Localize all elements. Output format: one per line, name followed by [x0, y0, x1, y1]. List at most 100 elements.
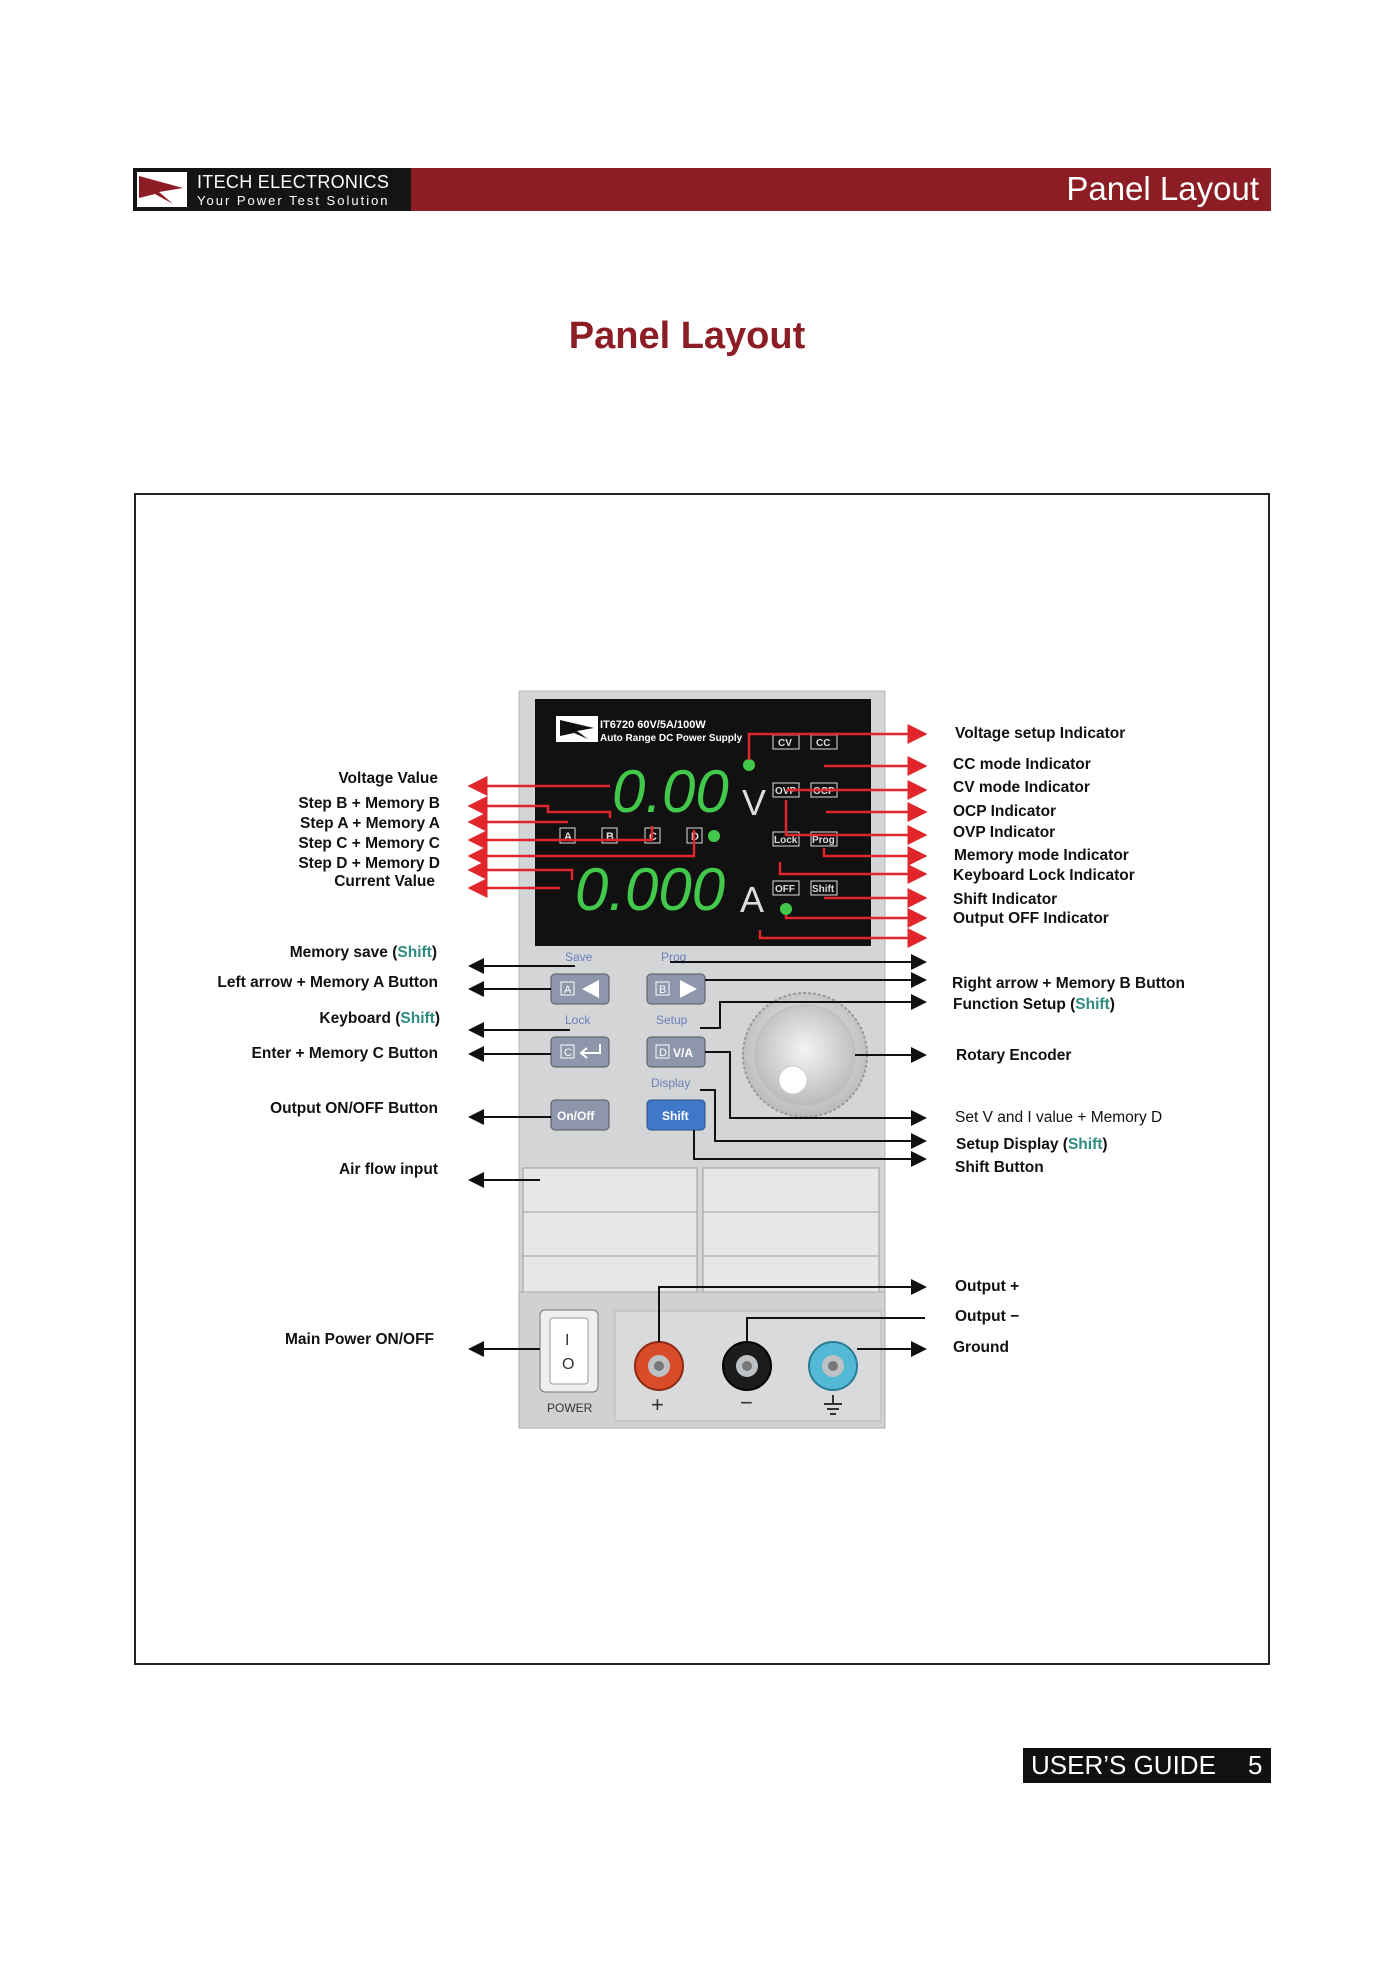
- label-step-c: Step C + Memory C: [298, 835, 440, 852]
- label-keyboard-lock: Keyboard Lock Indicator: [953, 867, 1135, 884]
- enter-button[interactable]: C: [550, 1036, 610, 1068]
- enter-key-letter: C: [564, 1047, 572, 1059]
- footer-page-number: 5: [1248, 1750, 1263, 1780]
- onoff-button[interactable]: On/Off: [550, 1099, 610, 1131]
- label-ground: Ground: [953, 1339, 1009, 1356]
- label-main-power: Main Power ON/OFF: [285, 1331, 434, 1348]
- label-cv-mode: CV mode Indicator: [953, 779, 1090, 796]
- label-function-setup-shift: Shift: [1075, 996, 1110, 1013]
- mem-a-label: A: [564, 831, 572, 843]
- label-keyboard-end: ): [434, 1010, 440, 1027]
- label-voltage-setup: Voltage setup Indicator: [955, 725, 1126, 742]
- label-left-arrow: Left arrow + Memory A Button: [217, 974, 438, 991]
- prog-label: Prog: [661, 950, 686, 964]
- label-cc-mode: CC mode Indicator: [953, 756, 1091, 773]
- power-switch-on-mark: I: [565, 1332, 569, 1349]
- label-function-setup: Function Setup (Shift): [953, 996, 1115, 1014]
- label-right-arrow: Right arrow + Memory B Button: [952, 975, 1185, 992]
- rotary-encoder[interactable]: [742, 992, 868, 1118]
- ground-icon: [824, 1395, 842, 1415]
- label-voltage-value: Voltage Value: [338, 770, 438, 787]
- header-section-title: Panel Layout: [1066, 170, 1259, 207]
- brand-name: ITECH ELECTRONICS: [197, 172, 390, 192]
- ovp-indicator: OVP: [775, 786, 796, 797]
- label-setup-display-end: ): [1102, 1136, 1108, 1153]
- label-memory-mode: Memory mode Indicator: [954, 847, 1129, 864]
- label-function-setup-end: ): [1109, 996, 1115, 1013]
- label-setup-display-shift: Shift: [1067, 1136, 1103, 1153]
- cc-indicator: CC: [816, 738, 830, 749]
- label-output-plus: Output +: [955, 1278, 1020, 1295]
- setup-label: Setup: [656, 1013, 688, 1027]
- save-label: Save: [565, 950, 593, 964]
- cv-indicator: CV: [778, 738, 792, 749]
- minus-symbol: −: [740, 1390, 753, 1415]
- ground-terminal[interactable]: [808, 1341, 858, 1391]
- left-key-letter: A: [564, 984, 572, 996]
- label-setup-display-text: Setup Display (: [956, 1136, 1068, 1153]
- mem-b-label: B: [606, 831, 614, 843]
- brand-tagline: Your Power Test Solution: [197, 193, 390, 208]
- label-output-minus: Output −: [955, 1308, 1020, 1325]
- label-step-d: Step D + Memory D: [298, 855, 440, 872]
- lock-label: Lock: [565, 1013, 591, 1027]
- label-shift-button: Shift Button: [955, 1159, 1044, 1176]
- label-air-flow: Air flow input: [338, 1161, 438, 1178]
- output-minus-terminal[interactable]: [722, 1341, 772, 1391]
- model-line: IT6720 60V/5A/100W: [600, 719, 706, 731]
- voltage-unit: V: [742, 782, 766, 823]
- label-set-vi: Set V and I value + Memory D: [955, 1109, 1163, 1126]
- display-label: Display: [651, 1076, 690, 1090]
- black-leaders: [468, 954, 927, 1357]
- label-rotary-encoder: Rotary Encoder: [956, 1047, 1072, 1064]
- shift-label: Shift: [662, 1109, 689, 1123]
- label-step-a: Step A + Memory A: [300, 815, 440, 832]
- off-indicator: OFF: [775, 884, 795, 895]
- label-shift-indicator: Shift Indicator: [953, 891, 1058, 908]
- label-enter: Enter + Memory C Button: [251, 1045, 438, 1062]
- label-current-value: Current Value: [334, 873, 435, 890]
- label-function-setup-text: Function Setup (: [953, 996, 1076, 1013]
- prog-indicator: Prog: [812, 835, 835, 846]
- voltage-reading: 0.00: [612, 758, 729, 825]
- shift-button[interactable]: Shift: [646, 1099, 706, 1131]
- red-leaders-right: [747, 724, 928, 948]
- power-switch-off-mark: O: [562, 1356, 574, 1373]
- va-button[interactable]: D V/A: [646, 1036, 706, 1068]
- output-plus-terminal[interactable]: [634, 1341, 684, 1391]
- label-memory-save-text: Memory save (: [289, 944, 398, 961]
- current-unit: A: [740, 879, 764, 920]
- lock-indicator: Lock: [774, 835, 798, 846]
- off-led: [780, 903, 792, 915]
- model-sub: Auto Range DC Power Supply: [600, 733, 743, 744]
- va-key-letter: D: [659, 1047, 667, 1059]
- voltage-setup-led: [743, 759, 755, 771]
- ocp-indicator: OCP: [813, 786, 835, 797]
- footer-box: [1023, 1748, 1271, 1783]
- label-output-off: Output OFF Indicator: [953, 910, 1109, 927]
- current-reading: 0.000: [575, 856, 725, 923]
- label-step-b: Step B + Memory B: [298, 795, 440, 812]
- label-keyboard-shift: Shift: [400, 1010, 435, 1027]
- label-keyboard: Keyboard (Shift): [319, 1010, 440, 1028]
- label-setup-display: Setup Display (Shift): [956, 1136, 1108, 1154]
- label-memory-save: Memory save (Shift): [290, 944, 437, 962]
- red-leaders-left: [467, 776, 696, 898]
- va-key-text: V/A: [673, 1046, 693, 1060]
- plus-symbol: +: [651, 1392, 664, 1417]
- page-title: Panel Layout: [568, 315, 806, 357]
- label-memory-save-shift: Shift: [397, 944, 432, 961]
- shift-indicator: Shift: [812, 884, 835, 895]
- footer-guide-label: USER’S GUIDE: [1031, 1750, 1216, 1780]
- left-arrow-button[interactable]: A: [550, 973, 610, 1005]
- power-switch[interactable]: I O: [539, 1309, 599, 1393]
- onoff-label: On/Off: [557, 1109, 595, 1123]
- memory-led: [708, 830, 720, 842]
- label-ocp: OCP Indicator: [953, 803, 1057, 820]
- figure-frame: [134, 493, 1270, 1665]
- right-arrow-button[interactable]: B: [646, 973, 706, 1005]
- label-memory-save-end: ): [431, 944, 437, 961]
- right-key-letter: B: [659, 984, 666, 996]
- itech-logo-icon: [137, 172, 187, 207]
